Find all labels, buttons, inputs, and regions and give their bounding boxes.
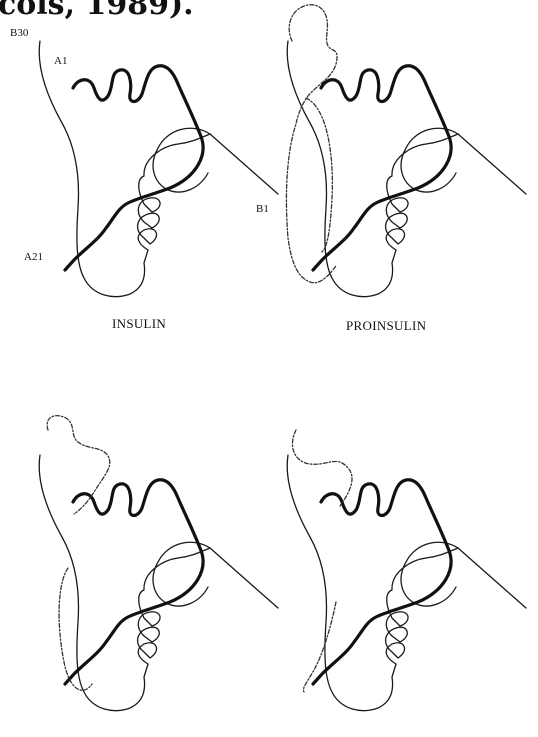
label-b1: B1 [256, 203, 269, 215]
label-b30: B30 [10, 27, 29, 39]
label-a21: A21 [24, 251, 43, 263]
label-a1: A1 [54, 55, 67, 67]
panel-proinsulin [286, 5, 526, 297]
header-fragment: cols, 1989). [0, 0, 194, 22]
panel-variant-right [287, 430, 526, 711]
panel-insulin: B30 A1 B1 A21 [10, 27, 278, 297]
caption-insulin: INSULIN [112, 316, 166, 331]
panel-variant-left [39, 416, 278, 711]
caption-proinsulin: PROINSULIN [346, 318, 427, 333]
